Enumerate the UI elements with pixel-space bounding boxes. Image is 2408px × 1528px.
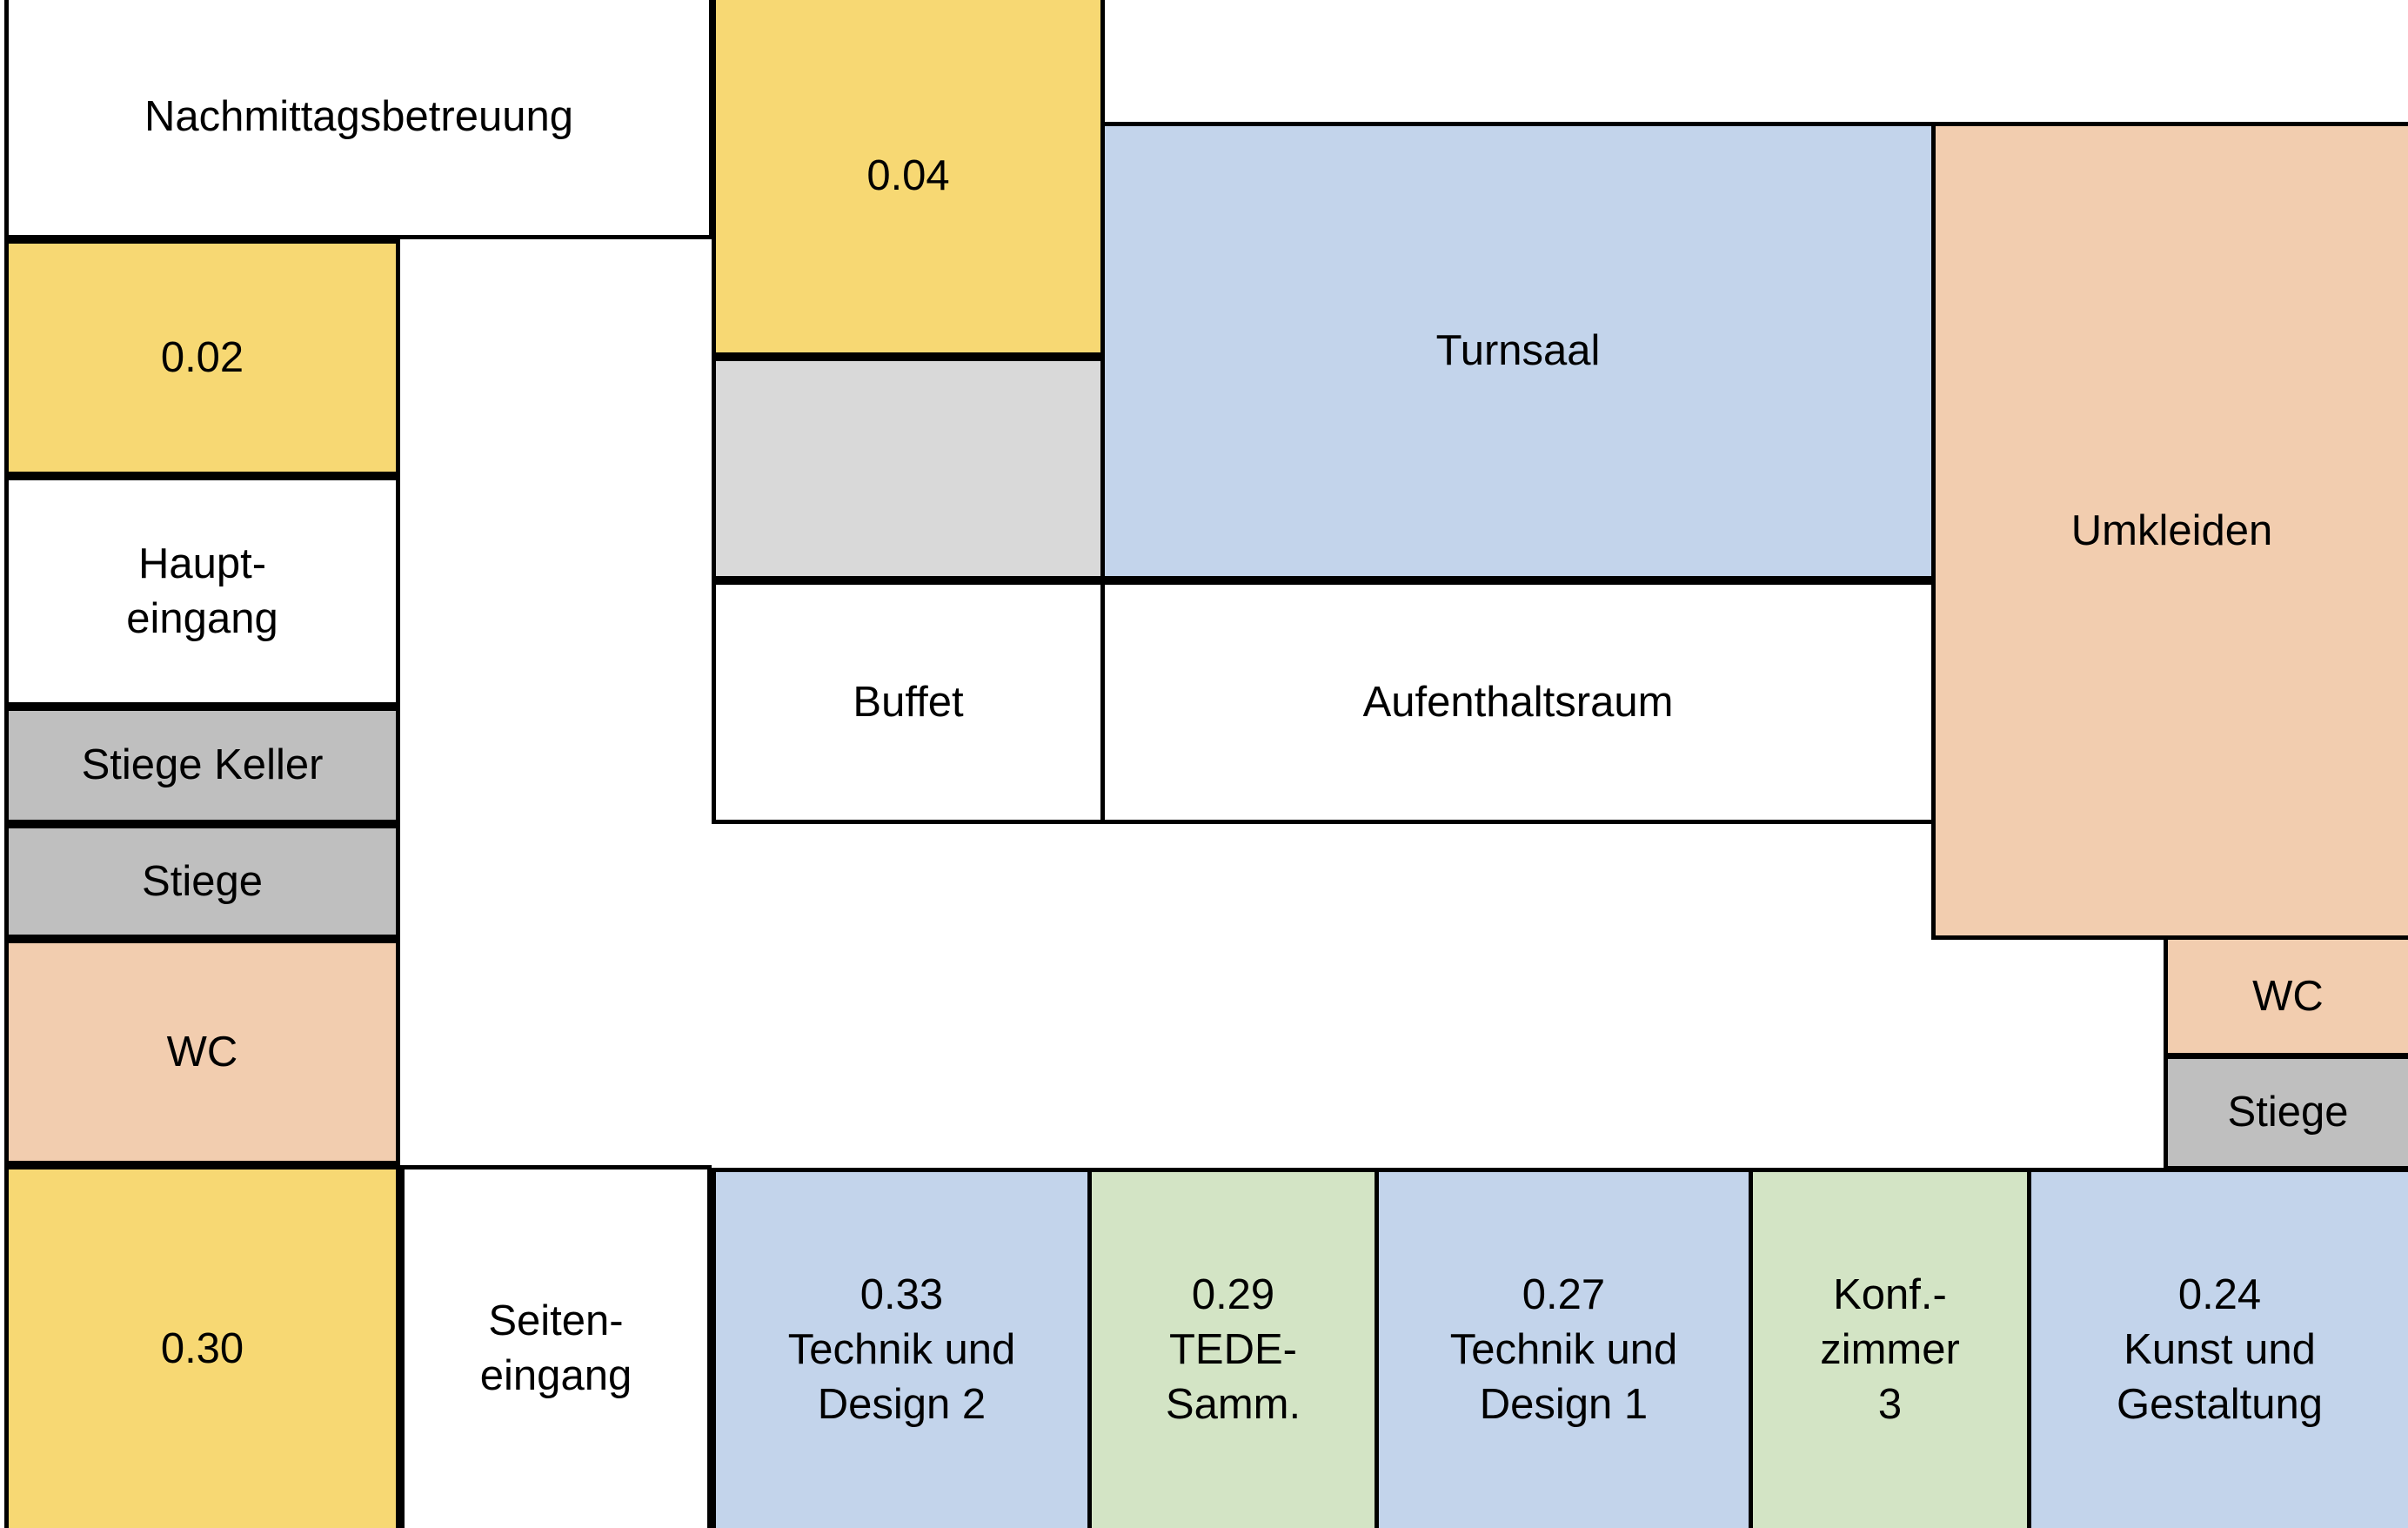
room-label-aufenthaltsraum: Aufenthaltsraum	[1362, 678, 1674, 726]
room-label-haupteingang: Haupt- eingang	[126, 539, 278, 642]
room-lager-grau[interactable]	[712, 357, 1105, 580]
room-haupteingang[interactable]: Haupt- eingang	[4, 476, 400, 707]
room-label-umkleiden: Umkleiden	[2070, 506, 2273, 554]
room-buffet[interactable]: Buffet	[712, 580, 1105, 824]
room-stiege-rechts[interactable]: Stiege	[2164, 1055, 2408, 1170]
room-label-r029: 0.29 TEDE- Samm.	[1165, 1271, 1301, 1428]
room-label-stiege-links: Stiege	[142, 857, 263, 905]
room-label-r002: 0.02	[160, 333, 244, 381]
room-label-r024: 0.24 Kunst und Gestaltung	[2117, 1271, 2323, 1428]
room-label-seiteneingang: Seiten- eingang	[479, 1297, 632, 1399]
room-label-nachmittagsbetreuung: Nachmittagsbetreuung	[144, 93, 573, 141]
room-nachmittagsbetreuung[interactable]: Nachmittagsbetreuung	[4, 0, 713, 239]
room-label-turnsaal: Turnsaal	[1435, 327, 1601, 375]
room-label-r027: 0.27 Technik und Design 1	[1449, 1271, 1678, 1428]
room-konf3[interactable]: Konf.- zimmer 3	[1749, 1168, 2031, 1528]
room-r004[interactable]: 0.04	[712, 0, 1105, 357]
room-label-stiege-keller: Stiege Keller	[81, 741, 324, 789]
room-stiege-keller[interactable]: Stiege Keller	[4, 707, 400, 824]
room-seiteneingang[interactable]: Seiten- eingang	[400, 1165, 712, 1528]
room-r002[interactable]: 0.02	[4, 239, 400, 476]
room-label-r033: 0.33 Technik und Design 2	[787, 1271, 1016, 1428]
room-label-r030: 0.30	[160, 1324, 244, 1372]
room-aufenthaltsraum[interactable]: Aufenthaltsraum	[1100, 580, 1936, 824]
room-r030[interactable]: 0.30	[4, 1165, 400, 1528]
room-turnsaal[interactable]: Turnsaal	[1100, 122, 1936, 580]
room-label-buffet: Buffet	[853, 678, 964, 726]
room-wc-rechts[interactable]: WC	[2164, 935, 2408, 1057]
room-stiege-links[interactable]: Stiege	[4, 824, 400, 939]
room-r033[interactable]: 0.33 Technik und Design 2	[712, 1168, 1092, 1528]
room-umkleiden[interactable]: Umkleiden	[1931, 122, 2408, 940]
room-label-stiege-rechts: Stiege	[2227, 1089, 2349, 1136]
room-label-r004: 0.04	[866, 151, 950, 199]
room-r027[interactable]: 0.27 Technik und Design 1	[1375, 1168, 1753, 1528]
room-label-wc-rechts: WC	[2252, 972, 2324, 1020]
room-r029[interactable]: 0.29 TEDE- Samm.	[1087, 1168, 1379, 1528]
room-wc-links[interactable]: WC	[4, 939, 400, 1165]
room-r024[interactable]: 0.24 Kunst und Gestaltung	[2027, 1168, 2408, 1528]
room-label-konf3: Konf.- zimmer 3	[1820, 1271, 1960, 1428]
room-label-wc-links: WC	[166, 1028, 238, 1076]
